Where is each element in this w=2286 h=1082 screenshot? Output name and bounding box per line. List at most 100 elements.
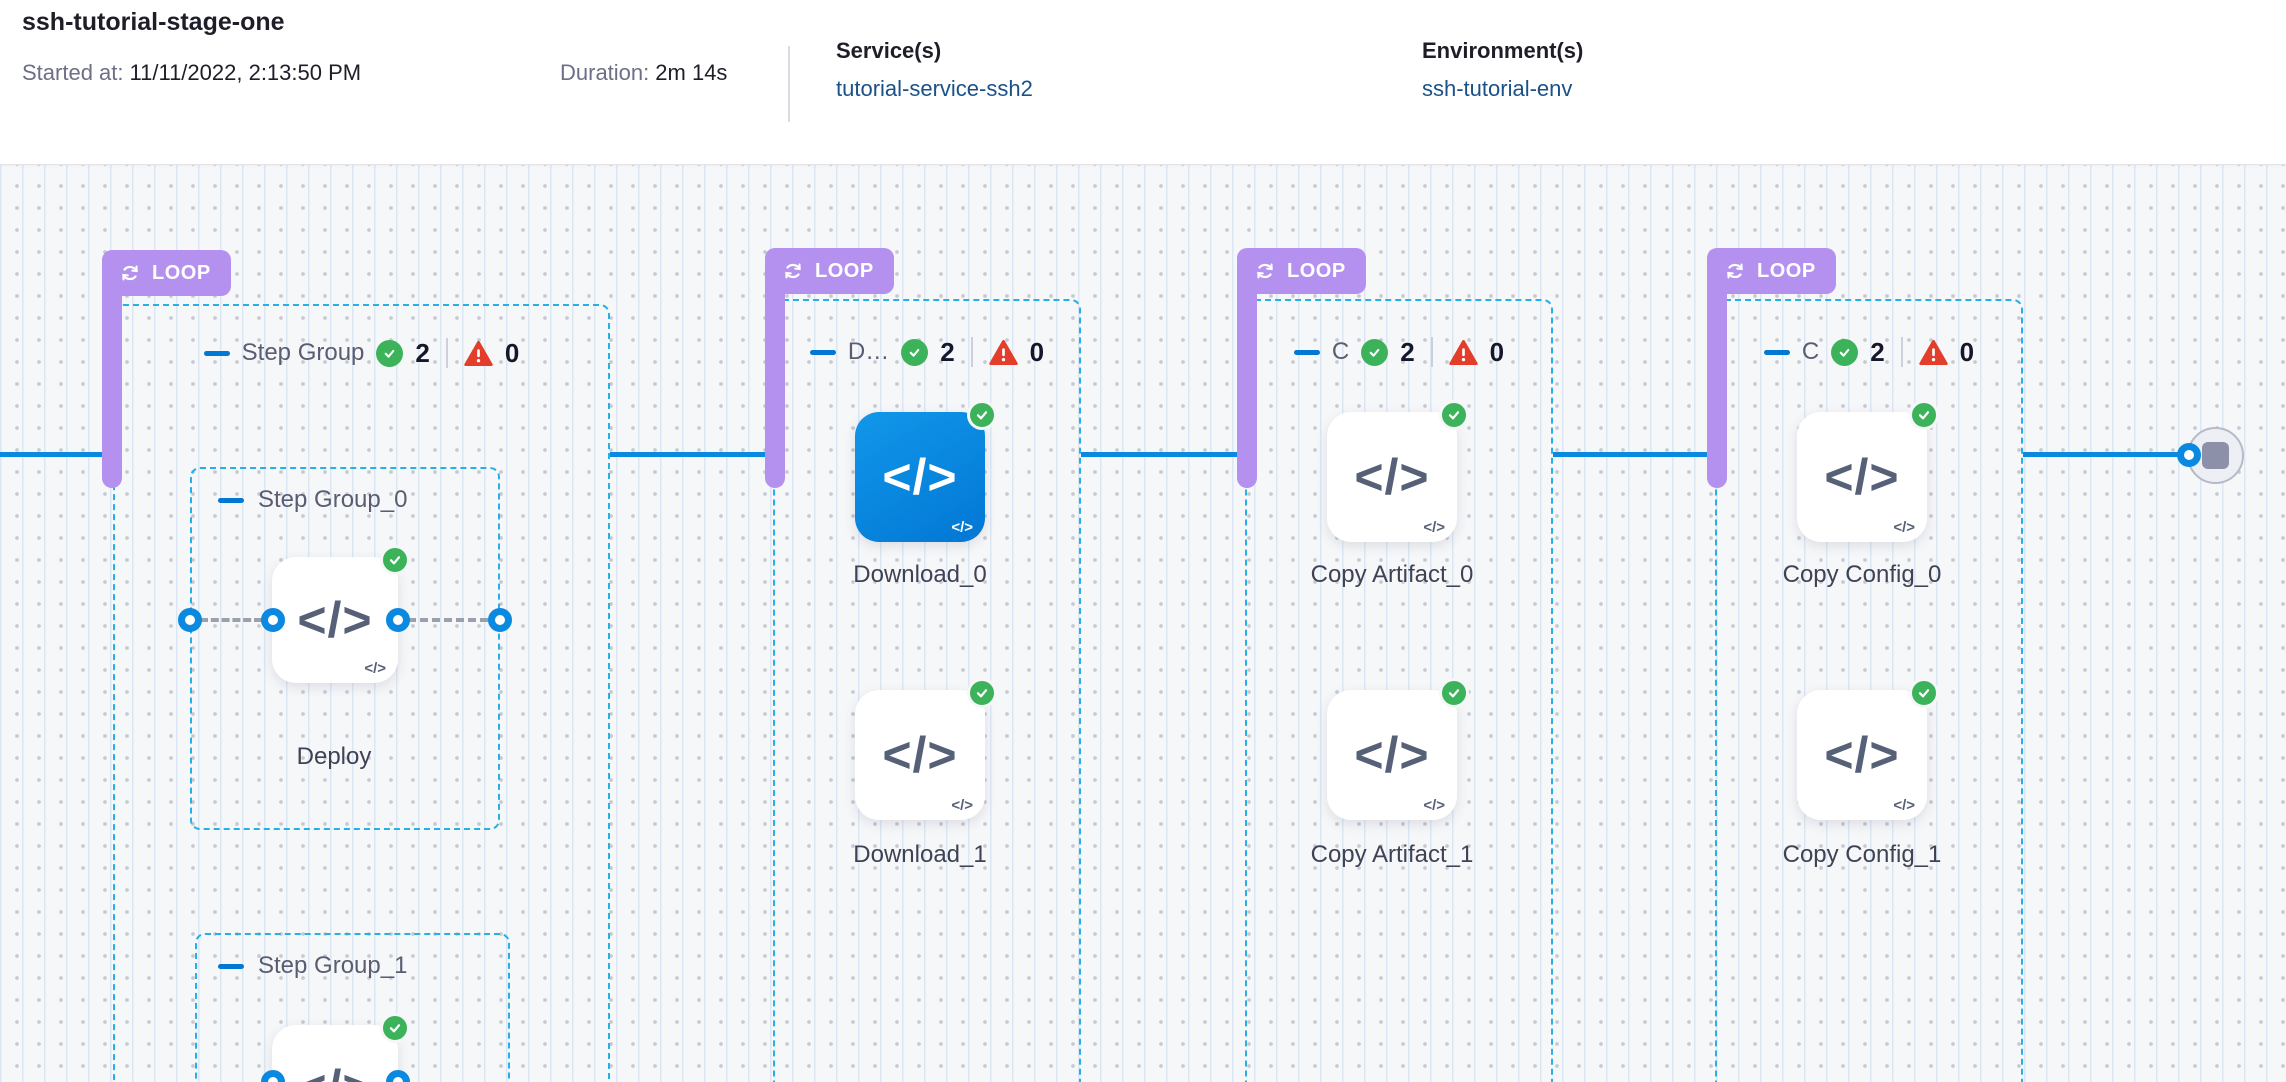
code-step-icon: </> [1824,727,1900,783]
group-label: D… [847,338,890,365]
duration: Duration:2m 14s [560,60,727,86]
service-link[interactable]: tutorial-service-ssh2 [836,76,1033,101]
loop-bar [1707,255,1727,488]
code-step-icon: </> [297,1059,372,1082]
loop-bar [102,255,122,488]
code-mini-icon: </> [1893,519,1915,536]
started-at-value: 11/11/2022, 2:13:50 PM [129,60,362,85]
step-copy-artifact-1[interactable]: </> </> [1327,678,1469,820]
connection-point[interactable] [488,608,512,632]
connection-point[interactable] [386,608,410,632]
connector-line [0,452,116,457]
loop-icon [122,265,138,281]
code-step-icon: </> [1824,449,1900,505]
step-deploy[interactable]: </> </> [272,545,410,683]
step-download-0[interactable]: </> </> [855,400,997,542]
collapse-icon[interactable] [203,350,230,356]
loop-group-copy-config[interactable] [1715,299,2023,1082]
warning-icon [988,339,1018,365]
connection-point[interactable] [261,1070,285,1082]
subgroup-step-group-0[interactable] [190,467,500,830]
step-copy-config-0[interactable]: </> </> [1797,400,1939,542]
loop-badge-label: LOOP [1757,259,1816,282]
environment-link[interactable]: ssh-tutorial-env [1422,76,1573,101]
step-card[interactable]: </> [272,1013,410,1082]
step-success-badge [1909,400,1939,430]
failed-count: 0 [1959,336,1975,367]
code-step-icon: </> [297,592,373,648]
pipeline-canvas[interactable]: LOOP Step Group 2 0 Step Group_0 </> </>… [0,165,2286,1082]
step-label: Copy Artifact_0 [1310,561,1474,588]
failed-count: 0 [1029,336,1045,367]
count-divider [970,337,973,367]
duration-label: Duration: [560,60,650,85]
connector-line [1081,452,1247,457]
loop-badge: LOOP [102,250,231,296]
step-success-badge [967,678,997,708]
collapse-icon[interactable] [1763,349,1790,355]
environments-block: Environment(s) ssh-tutorial-env [1422,38,1583,102]
code-mini-icon: </> [1893,797,1915,814]
code-mini-icon: </> [1423,519,1445,536]
group-header: C 2 0 [1245,333,1553,371]
loop-group-download[interactable] [773,299,1081,1082]
success-count: 2 [415,337,430,368]
loop-badge-label: LOOP [152,261,211,284]
success-count: 2 [940,336,955,367]
failed-count: 0 [504,337,520,368]
connection-point[interactable] [178,608,202,632]
step-label: Copy Config_1 [1782,841,1942,868]
step-download-1[interactable]: </> </> [855,678,997,820]
connection-point[interactable] [261,608,285,632]
collapse-icon[interactable] [218,963,244,969]
warning-icon [1448,339,1478,365]
duration-value: 2m 14s [655,60,728,85]
success-count: 2 [1400,336,1415,367]
connector-line [2023,452,2183,457]
loop-group-step-group[interactable] [113,304,610,1082]
step-label: Copy Config_0 [1782,561,1942,588]
step-copy-config-1[interactable]: </> </> [1797,678,1939,820]
step-link-dashed [408,618,488,622]
loop-badge: LOOP [765,248,894,294]
count-divider [1430,337,1433,367]
code-mini-icon: </> [364,660,386,677]
connection-point[interactable] [2177,443,2201,467]
started-at-label: Started at: [22,60,124,85]
group-header: C 2 0 [1715,333,2023,371]
loop-bar [765,255,785,488]
code-mini-icon: </> [951,519,973,536]
services-label: Service(s) [836,38,942,63]
code-mini-icon: </> [951,797,973,814]
step-label: Copy Artifact_1 [1310,841,1474,868]
code-step-icon: </> [882,727,958,783]
stop-icon [2202,442,2229,469]
step-copy-artifact-0[interactable]: </> </> [1327,400,1469,542]
subgroup-step-group-1[interactable] [195,933,510,1082]
count-divider [445,338,448,368]
loop-icon [785,263,801,279]
step-success-badge [967,400,997,430]
code-step-icon: </> [1354,727,1430,783]
code-step-icon: </> [882,449,958,505]
collapse-icon[interactable] [809,349,836,355]
stage-header: ssh-tutorial-stage-one Started at:11/11/… [0,0,2286,165]
subgroup-label: Step Group_1 [258,952,408,979]
loop-badge: LOOP [1707,248,1836,294]
loop-icon [1727,263,1743,279]
collapse-icon[interactable] [218,497,244,503]
loop-group-copy-artifact[interactable] [1245,299,1553,1082]
subgroup-header: Step Group_1 [218,952,407,980]
group-label: Step Group [241,339,365,366]
code-step-icon: </> [1354,449,1430,505]
step-success-badge [1439,678,1469,708]
failed-count: 0 [1489,336,1505,367]
step-success-badge [1909,678,1939,708]
started-at: Started at:11/11/2022, 2:13:50 PM [22,60,361,86]
collapse-icon[interactable] [1293,349,1320,355]
success-icon [1831,338,1859,366]
step-link-dashed [200,618,262,622]
connection-point[interactable] [386,1070,410,1082]
loop-bar [1237,255,1257,488]
group-header: Step Group 2 0 [113,334,610,372]
